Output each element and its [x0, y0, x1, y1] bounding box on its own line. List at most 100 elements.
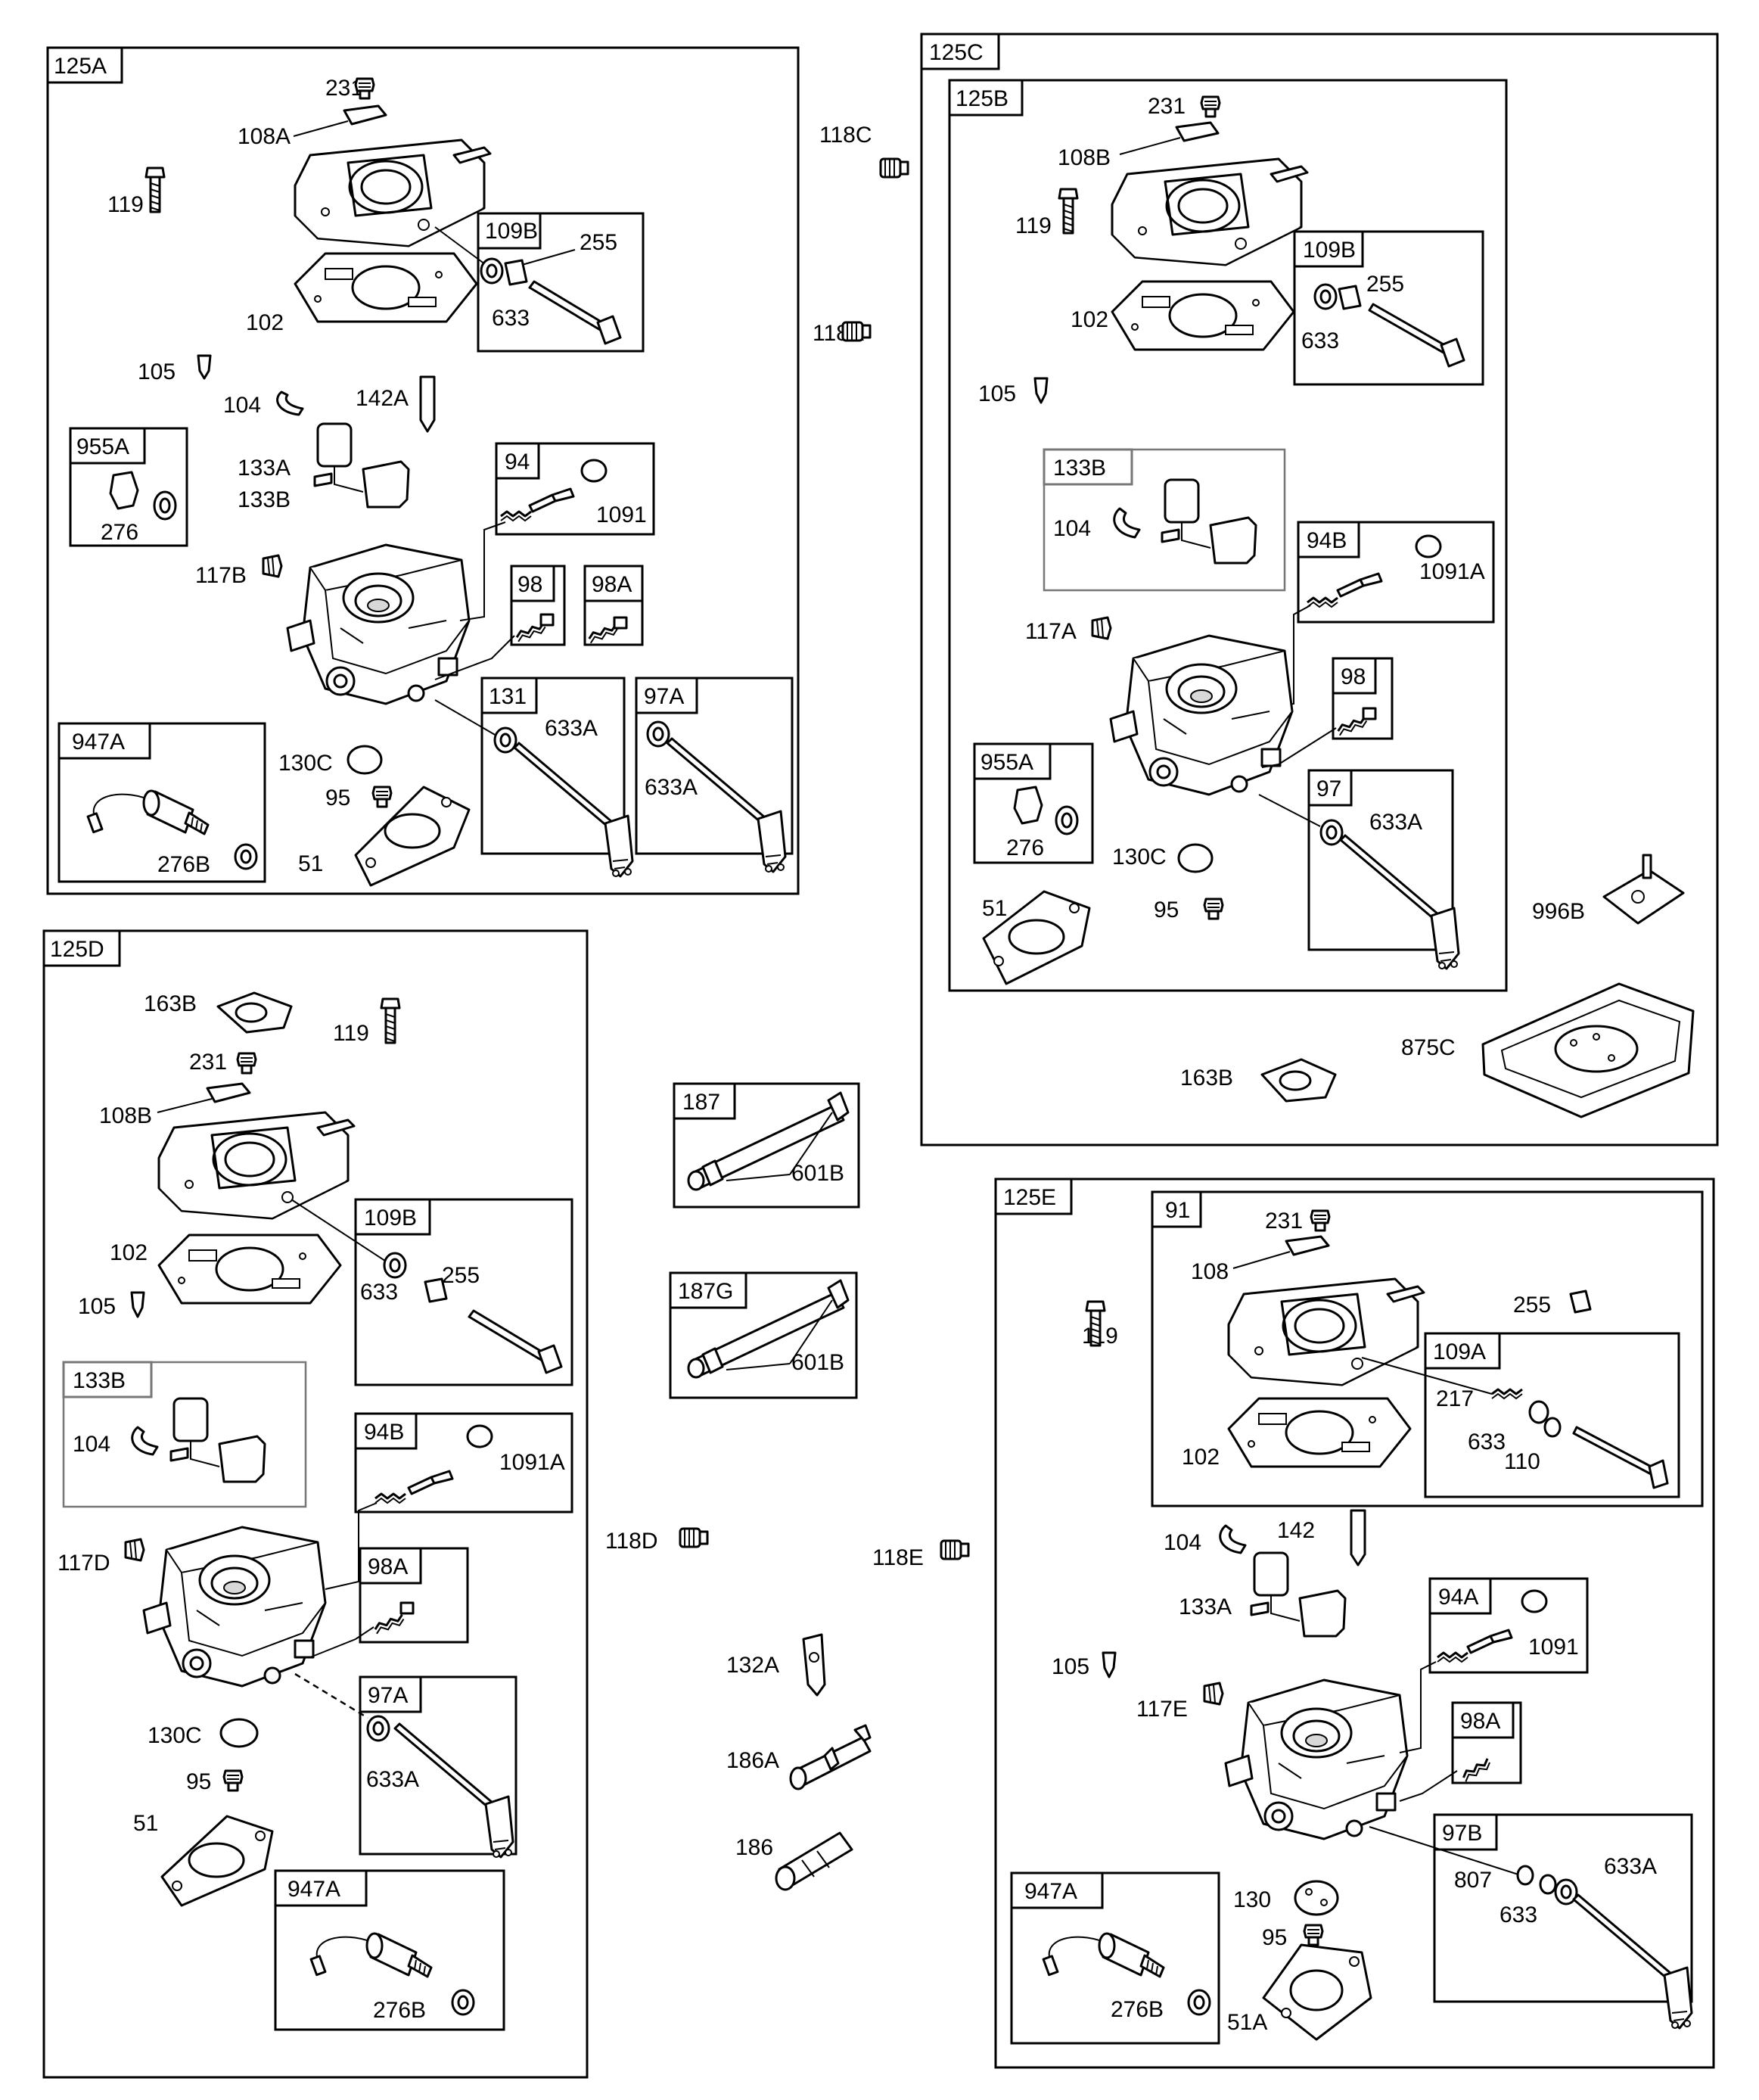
part-label-108B-b: 108B — [1058, 145, 1111, 170]
group-tag-98A-a: 98A — [592, 572, 632, 597]
part-label-105-b: 105 — [978, 381, 1016, 406]
part-label-186: 186 — [735, 1835, 773, 1860]
part-label-255: 255 — [580, 230, 617, 255]
part-label-133A: 133A — [238, 456, 291, 481]
group-tag-955A-a: 955A — [76, 434, 129, 459]
part-label-142: 142 — [1277, 1518, 1315, 1543]
part-label-633-b: 633 — [1301, 328, 1339, 353]
part-label-104-e: 104 — [1164, 1530, 1201, 1555]
group-box-109B-a — [477, 212, 645, 353]
group-tag-125B: 125B — [956, 86, 1008, 111]
part-label-633A-b: 633A — [1369, 810, 1422, 835]
group-box-125E — [994, 1178, 1715, 2069]
part-label-231-b: 231 — [1148, 94, 1186, 119]
part-label-95-e: 95 — [1262, 1925, 1287, 1950]
group-box-133B-b — [1043, 448, 1286, 592]
part-label-110: 110 — [1504, 1449, 1540, 1474]
part-label-807: 807 — [1454, 1868, 1492, 1893]
group-box-187G — [669, 1271, 858, 1399]
part-label-133A-e: 133A — [1179, 1594, 1232, 1619]
group-tag-109B-b: 109B — [1303, 238, 1356, 263]
part-label-118D: 118D — [605, 1529, 658, 1554]
part-label-108A: 108A — [238, 124, 291, 149]
part-label-276: 276 — [101, 520, 138, 545]
part-label-95: 95 — [325, 786, 350, 810]
group-box-125B — [948, 79, 1508, 992]
middle-parts: 187 601B 187G 601B 118D 118E 132A 186A 1… — [605, 1082, 970, 1891]
part-label-119-d: 119 — [333, 1021, 369, 1046]
part-label-118E: 118E — [872, 1545, 924, 1570]
group-tag-109A: 109A — [1433, 1339, 1486, 1364]
group-box-125A — [46, 46, 800, 895]
group-box-947A-d — [274, 1869, 505, 2031]
part-label-1091A-b: 1091A — [1419, 559, 1485, 584]
part-label-633-e: 633 — [1468, 1430, 1506, 1454]
group-box-94 — [495, 442, 655, 536]
part-label-633: 633 — [492, 306, 530, 331]
part-label-102: 102 — [246, 310, 284, 335]
part-label-104-b: 104 — [1053, 516, 1091, 541]
part-label-119: 119 — [107, 192, 144, 217]
group-tag-125E: 125E — [1003, 1185, 1056, 1210]
part-label-95-d: 95 — [186, 1769, 211, 1794]
group-tag-98-b: 98 — [1341, 664, 1366, 689]
part-label-108B-d: 108B — [99, 1103, 152, 1128]
group-box-947A-e — [1010, 1871, 1220, 2045]
group-tag-109B-a: 109B — [485, 219, 538, 244]
part-label-633A: 633A — [545, 716, 598, 741]
group-tag-133B-d: 133B — [73, 1368, 126, 1393]
part-label-276B-d: 276B — [373, 1998, 426, 2023]
part-label-255-e: 255 — [1513, 1293, 1551, 1318]
group-tag-187G: 187G — [678, 1279, 733, 1304]
group-box-131 — [480, 677, 626, 855]
group-box-109B-b — [1293, 230, 1484, 386]
part-label-142A: 142A — [356, 386, 409, 411]
part-label-133B: 133B — [238, 487, 291, 512]
part-label-633A-d: 633A — [366, 1767, 419, 1792]
group-box-125C — [920, 33, 1719, 1146]
group-box-97-b — [1307, 769, 1454, 951]
part-label-132A: 132A — [726, 1653, 779, 1678]
group-tag-133B-b: 133B — [1053, 456, 1106, 481]
group-tag-187: 187 — [682, 1090, 720, 1115]
part-label-217: 217 — [1436, 1386, 1474, 1411]
part-label-117D: 117D — [57, 1551, 110, 1576]
part-label-118C: 118C — [819, 123, 872, 148]
group-tag-97A-a: 97A — [644, 684, 684, 709]
group-tag-98A-e: 98A — [1460, 1709, 1500, 1734]
group-box-94B-d — [354, 1412, 573, 1514]
group-tag-94A: 94A — [1438, 1585, 1478, 1610]
group-box-133B-d — [62, 1361, 307, 1508]
group-box-94A — [1428, 1577, 1589, 1674]
part-label-105-d: 105 — [78, 1294, 116, 1319]
group-125E: 125E 91 231 108 255 102 109A 217 633 110… — [994, 1178, 1715, 2069]
group-box-91 — [1151, 1190, 1704, 1507]
group-125D: 125D 163B 119 231 108B 102 105 109B 633 … — [42, 929, 589, 2079]
part-label-130C-b: 130C — [1112, 845, 1167, 870]
part-label-601B-2: 601B — [791, 1350, 844, 1375]
part-label-276-b: 276 — [1006, 835, 1044, 860]
group-125C: 125C 125B 231 108B 119 102 105 109B 255 … — [920, 33, 1719, 1146]
part-label-1091A-d: 1091A — [499, 1450, 565, 1475]
part-label-51A: 51A — [1227, 2010, 1267, 2035]
part-label-105-e: 105 — [1052, 1654, 1089, 1679]
group-tag-125D: 125D — [50, 937, 104, 962]
part-label-163B-d: 163B — [144, 991, 197, 1016]
group-tag-97A-d: 97A — [368, 1683, 408, 1708]
group-tag-947A-e: 947A — [1024, 1879, 1077, 1904]
part-label-633-e2: 633 — [1500, 1902, 1537, 1927]
part-label-601B: 601B — [791, 1161, 844, 1186]
part-label-633A-e: 633A — [1604, 1854, 1657, 1879]
part-label-119-b: 119 — [1015, 213, 1052, 238]
part-label-105: 105 — [138, 359, 176, 384]
group-tag-947A-a: 947A — [72, 730, 125, 754]
group-tag-94B-d: 94B — [364, 1420, 404, 1445]
group-tag-94: 94 — [505, 450, 530, 474]
group-tag-91: 91 — [1165, 1198, 1190, 1223]
part-label-186A: 186A — [726, 1748, 779, 1773]
group-tag-125C: 125C — [929, 40, 984, 65]
part-label-108-e: 108 — [1191, 1259, 1229, 1284]
group-box-947A-a — [57, 722, 266, 883]
part-label-255-b: 255 — [1366, 272, 1404, 297]
